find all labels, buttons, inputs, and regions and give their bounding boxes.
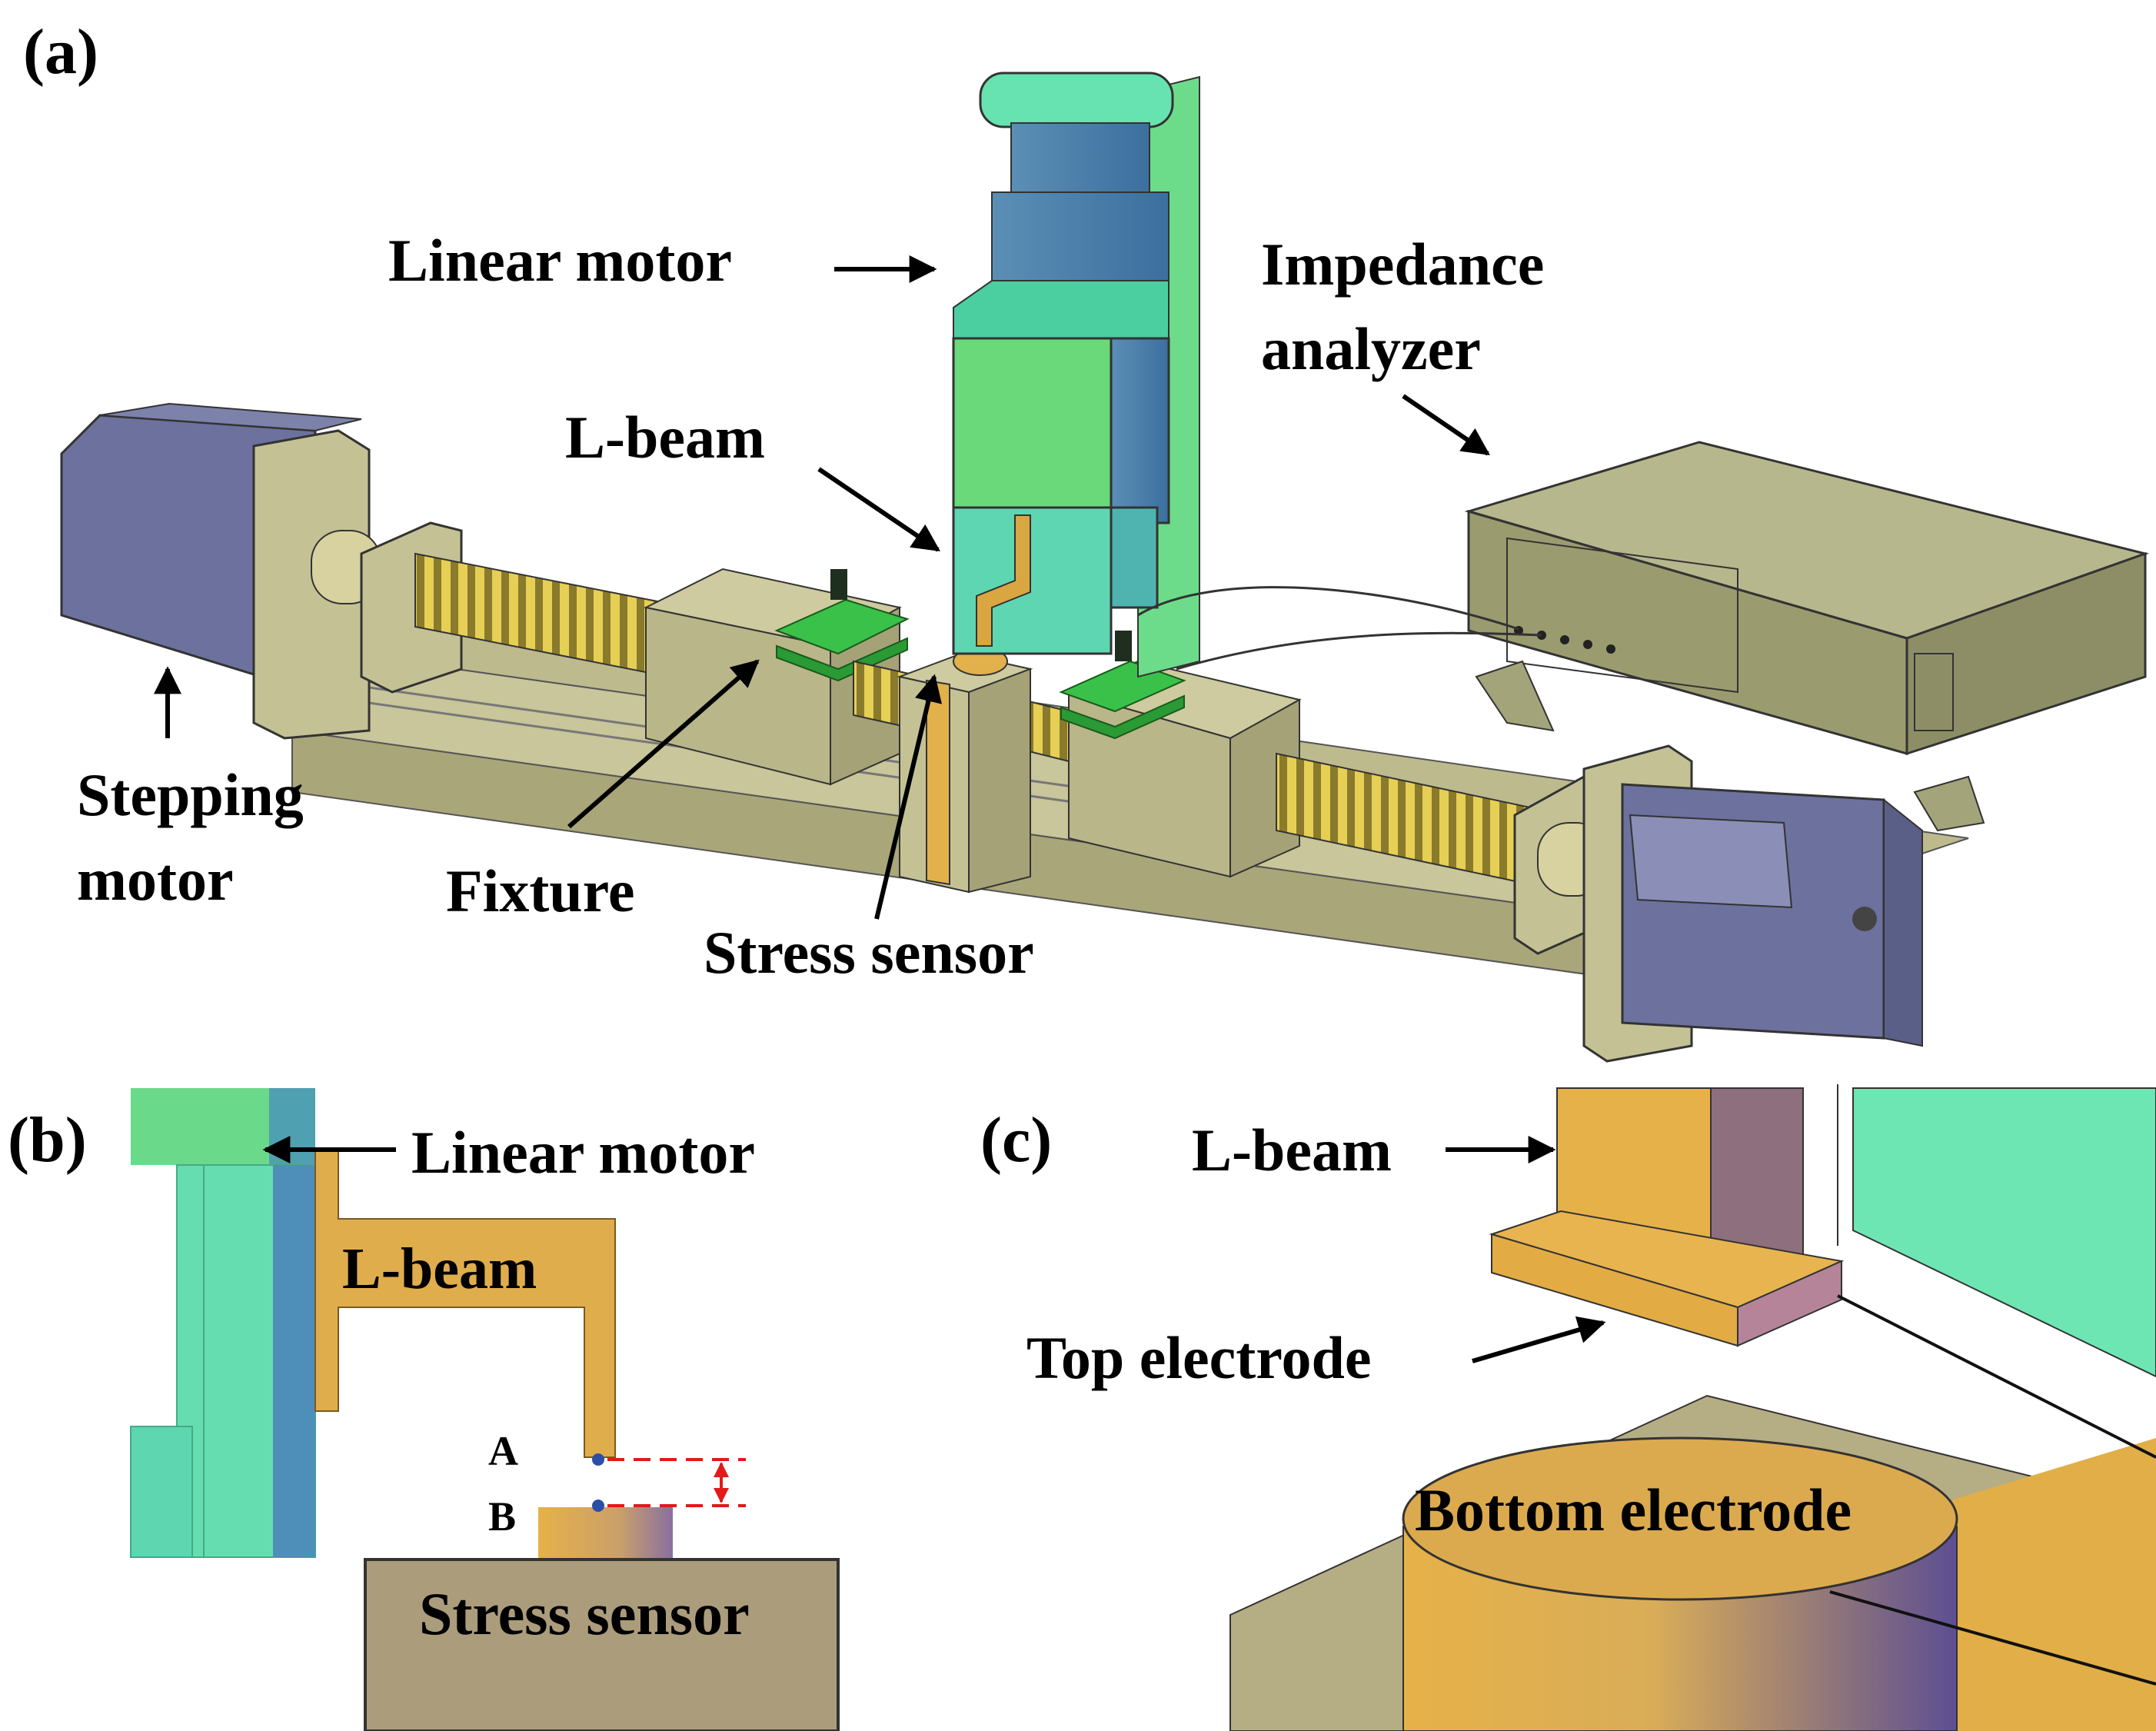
label-l-beam: L-beam <box>565 404 765 471</box>
arrow-impedance-analyzer <box>1402 394 1490 456</box>
panel-a-label: (a) <box>23 16 98 88</box>
label-stress-sensor: Stress sensor <box>704 919 1034 986</box>
label-impedance: Impedance <box>1261 231 1544 298</box>
panel-b: (b) Linear motor L-beam A B Stress senso… <box>8 1088 840 1731</box>
linear-motor-body-left <box>130 1426 193 1558</box>
wire-bottom-electrode <box>1829 1590 2156 1686</box>
label-b-l-beam: L-beam <box>342 1237 537 1301</box>
label-b-stress-sensor: Stress sensor <box>419 1580 750 1647</box>
arrow-top-electrode <box>1472 1316 1606 1363</box>
sensor-pad <box>538 1507 673 1561</box>
analyzer-cable-top <box>1137 586 1519 631</box>
arrow-l-beam <box>817 467 940 552</box>
linear-motor-blue-strip <box>273 1165 315 1557</box>
right-stepping-motor <box>1621 783 1923 1047</box>
label-b-linear-motor: Linear motor <box>411 1119 755 1186</box>
right-fixture <box>1059 631 1186 740</box>
bottom-electrode-top <box>1402 1436 1958 1601</box>
stress-sensor-column <box>897 647 1033 894</box>
panel-a: (a) Linear motor Impedance analyzer L-be… <box>23 16 2150 1063</box>
point-b-marker <box>592 1500 604 1512</box>
label-bottom-electrode: Bottom electrode <box>1415 1476 1852 1543</box>
left-fixture <box>774 569 910 682</box>
panel-c-label: (c) <box>980 1104 1052 1176</box>
arrow-stress-sensor <box>874 674 943 920</box>
panel-c: (c) L-beam Top electrode Bottom electrod… <box>980 1084 2156 1731</box>
label-motor: motor <box>77 846 234 913</box>
background-green-plate <box>1852 1087 2156 1378</box>
impedance-analyzer <box>1464 441 2150 832</box>
label-fixture: Fixture <box>446 857 635 924</box>
label-analyzer: analyzer <box>1261 315 1481 382</box>
l-beam-profile <box>314 1149 616 1458</box>
label-stepping: Stepping <box>77 761 304 828</box>
stress-sensor-body <box>364 1558 840 1731</box>
point-a-marker <box>592 1453 604 1466</box>
wire-top-electrode <box>1837 1294 2156 1459</box>
linear-motor-tower <box>952 72 1200 678</box>
label-point-b: B <box>488 1493 516 1540</box>
label-c-l-beam: L-beam <box>1192 1117 1392 1183</box>
arrow-fixture <box>567 659 760 829</box>
left-flange-plate <box>252 429 371 740</box>
label-linear-motor: Linear motor <box>388 227 732 294</box>
top-electrode-side <box>1737 1260 1842 1347</box>
l-beam-part <box>976 514 1031 647</box>
label-point-a: A <box>488 1428 518 1474</box>
analyzer-cable-bottom <box>1176 631 1542 671</box>
linear-motor-body-side <box>269 1088 315 1165</box>
panel-b-label: (b) <box>8 1104 87 1176</box>
label-top-electrode: Top electrode <box>1026 1324 1371 1391</box>
sensor-base-orange <box>1953 1438 2156 1731</box>
